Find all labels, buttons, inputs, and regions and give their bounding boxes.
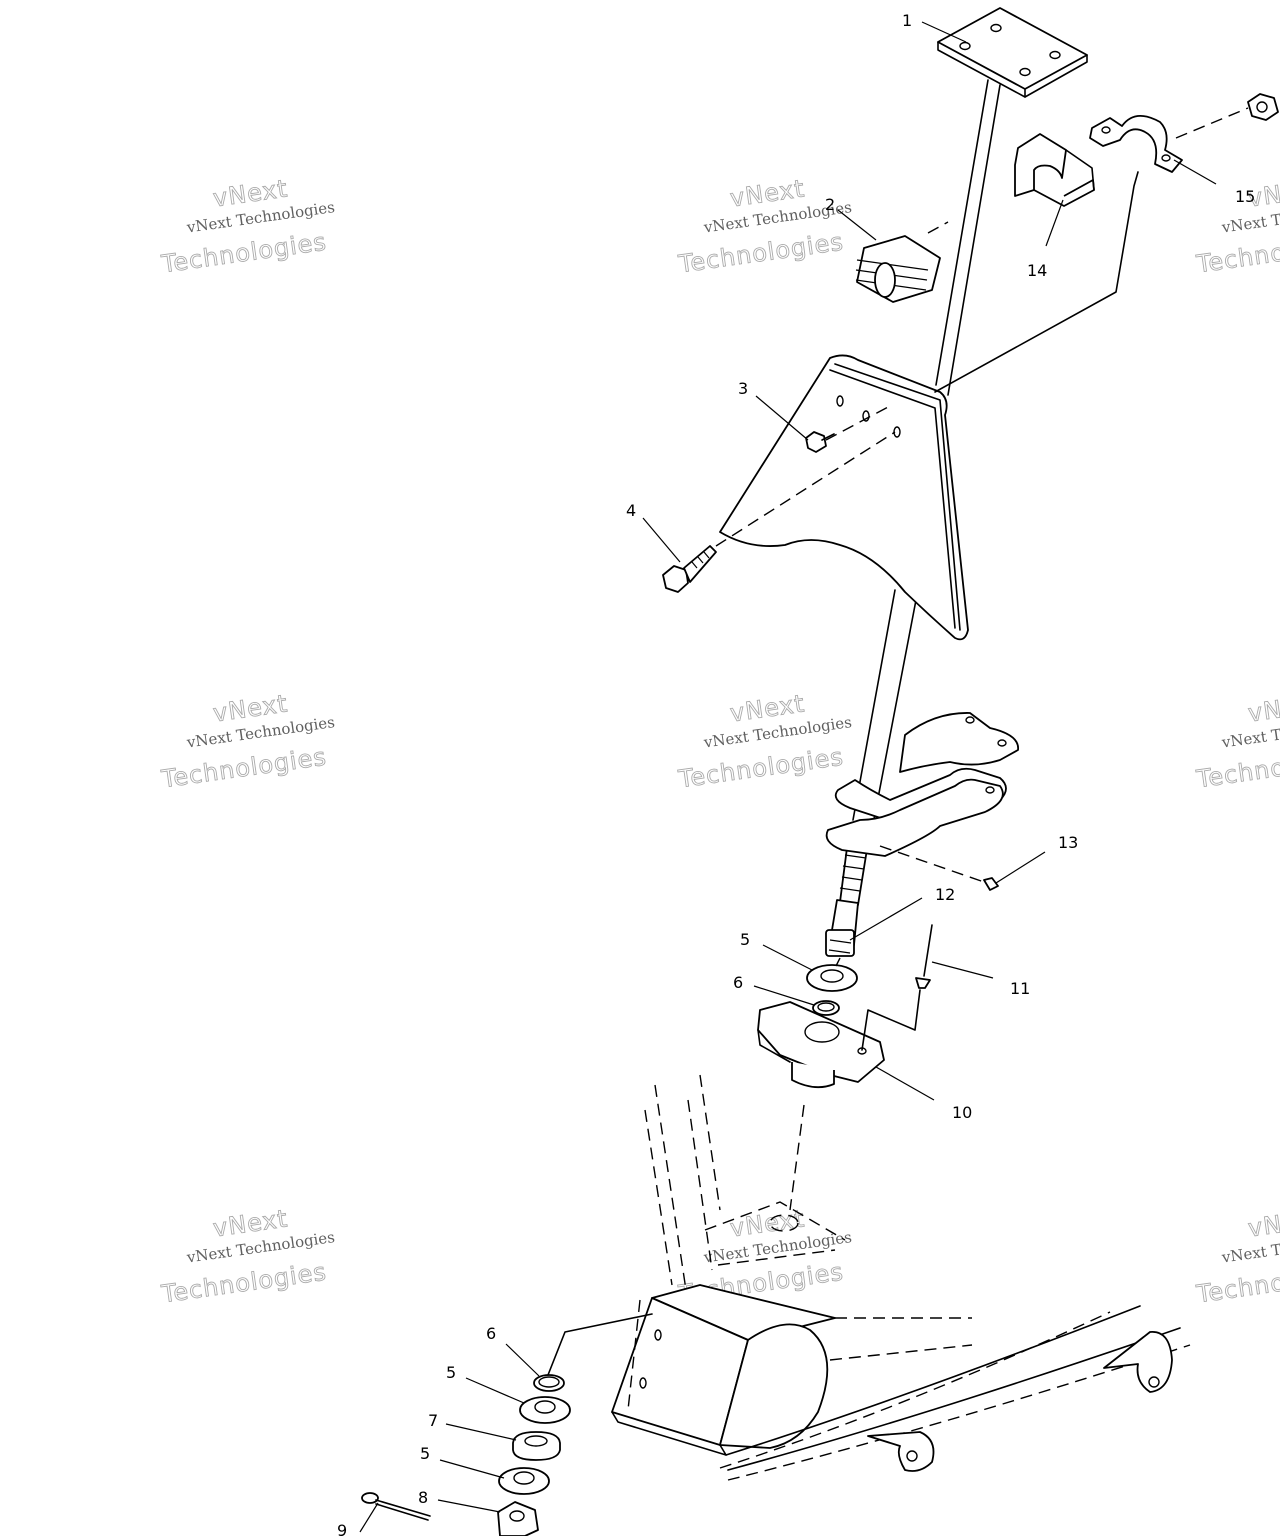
part-3-small-bolt [805,431,835,453]
part-9-cotter-pin [361,1492,431,1521]
part-10-bearing-housing [757,1001,885,1089]
svg-text:Technologies: Technologies [1194,228,1280,279]
watermark-7: vNext vNext Technologies Technologies [159,1204,336,1309]
part-13-screw [983,877,999,891]
callout-5-lower-a: 5 [446,1363,456,1382]
console-panel [719,354,969,641]
part-6-oring-upper [812,1000,840,1016]
callout-4: 4 [626,501,636,520]
callout-15: 15 [1235,187,1255,206]
svg-text:Technologies: Technologies [1194,743,1280,794]
callout-5-upper: 5 [740,930,750,949]
part-11-pin [915,924,933,989]
part-1-steering-post [839,7,1088,906]
svg-text:Technologies: Technologies [676,743,845,794]
steering-bracket [825,712,1019,857]
callout-11: 11 [1010,979,1030,998]
watermark-6: vNext vNext Technologies Technologies [1194,689,1280,794]
watermark-1: vNext vNext Technologies Technologies [159,174,336,279]
callout-7: 7 [428,1411,438,1430]
callout-14: 14 [1027,261,1047,280]
part-7-nut [512,1431,561,1461]
part-5-washer-lower-b [498,1467,550,1495]
part-5-washer-lower-a [519,1396,571,1424]
callout-6-lower: 6 [486,1324,496,1343]
callout-12: 12 [935,885,955,904]
callout-9: 9 [337,1521,347,1536]
svg-text:Technologies: Technologies [159,228,328,279]
part-4-bolt [662,545,717,593]
watermark-5: vNext vNext Technologies Technologies [676,689,853,794]
leader-lines [359,21,1217,1533]
callout-2: 2 [825,195,835,214]
part-2-rubber-block [855,235,941,303]
part-6-oring-lower [533,1374,565,1392]
part-8-castle-nut [497,1501,539,1536]
svg-text:vNext: vNext [1246,1204,1280,1242]
callout-3: 3 [738,379,748,398]
svg-text:Technologies: Technologies [159,743,328,794]
callout-5-lower-b: 5 [420,1444,430,1463]
callout-13: 13 [1058,833,1078,852]
svg-text:Technologies: Technologies [1194,1258,1280,1309]
watermark-3: vNext vNext Technologies Technologies [1194,174,1280,279]
callout-8: 8 [418,1488,428,1507]
part-14-saddle-bracket [1014,133,1095,207]
frame-lower [611,1074,1191,1481]
svg-text:Technologies: Technologies [159,1258,328,1309]
callout-labels: 1 2 3 4 14 15 13 12 5 6 11 10 6 5 7 5 8 … [337,11,1255,1536]
svg-text:vNext: vNext [1246,689,1280,727]
watermark-4: vNext vNext Technologies Technologies [159,689,336,794]
assembly-lines [547,107,1249,1376]
watermark-2: vNext vNext Technologies Technologies [676,174,853,279]
part-5-washer-upper [806,964,858,992]
callout-6-upper: 6 [733,973,743,992]
callout-1: 1 [902,11,912,30]
part-12-u-joint [825,899,859,957]
svg-text:Technologies: Technologies [676,228,845,279]
part-15-clamp [1089,115,1183,173]
watermark-9: vNext vNext Technologies Technologies [1194,1204,1280,1309]
callout-10: 10 [952,1103,972,1122]
nut-upper-right [1247,93,1279,121]
